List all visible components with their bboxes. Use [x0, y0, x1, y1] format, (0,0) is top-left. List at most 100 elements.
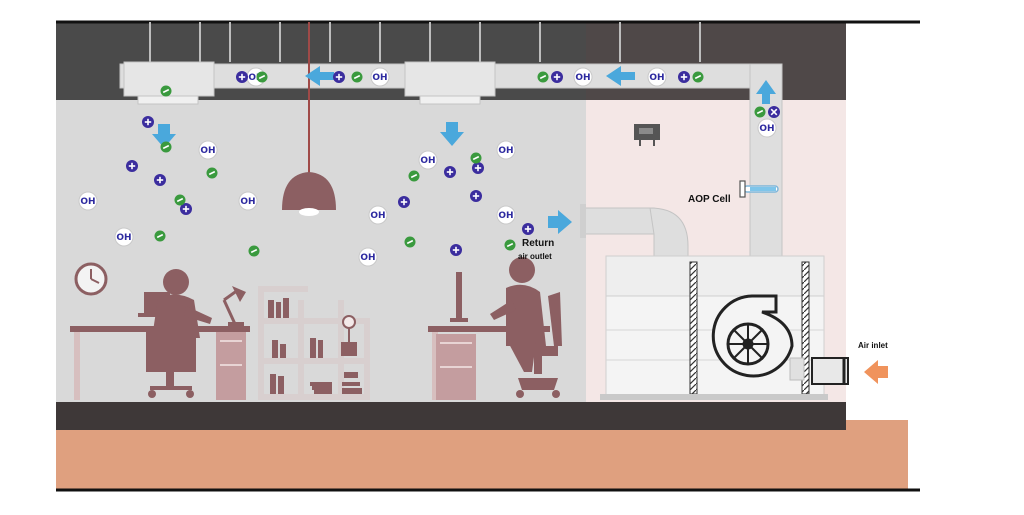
ahu-top-module — [605, 255, 825, 297]
control-panel — [634, 124, 660, 146]
x-circle-icon — [768, 106, 780, 118]
plus-circle-icon — [180, 203, 192, 215]
plus-circle-icon — [551, 71, 563, 83]
minus-circle-icon — [256, 71, 268, 83]
right-workstation — [428, 257, 562, 400]
bookshelf — [258, 286, 370, 400]
oh-label: OH — [370, 211, 385, 221]
plus-circle-icon — [154, 174, 166, 186]
right-person-head — [509, 257, 535, 283]
riser-arrow-up — [756, 80, 776, 104]
aop-cell-label: AOP Cell — [688, 194, 731, 205]
oh-label: OH — [575, 73, 590, 83]
oh-label: OH — [649, 73, 664, 83]
hydroxyl-radical: OH — [358, 247, 378, 267]
return-label-line1: Return — [522, 238, 554, 249]
aop-cell-bracket — [739, 180, 746, 198]
hydroxyl-radical: OH — [114, 227, 134, 247]
ahu-side-panel — [789, 357, 805, 381]
oh-label: OH — [372, 73, 387, 83]
left-workstation — [70, 269, 250, 400]
plus-circle-icon — [472, 162, 484, 174]
return-arrow — [548, 210, 572, 234]
right-person-chair — [520, 346, 558, 356]
ahu-base — [600, 394, 828, 400]
plus-circle-icon — [444, 166, 456, 178]
floor-slab — [56, 402, 846, 430]
oh-label: OH — [200, 146, 215, 156]
hydroxyl-radical: OH — [198, 140, 218, 160]
oh-label: OH — [80, 197, 95, 207]
return-duct-horizontal — [583, 207, 655, 235]
outside-wall-bottom — [846, 420, 908, 432]
minus-circle-icon — [351, 71, 363, 83]
plus-circle-icon — [522, 223, 534, 235]
diffuser-grille-right — [419, 95, 481, 105]
minus-circle-icon — [154, 230, 166, 242]
left-person-chair — [146, 330, 196, 372]
plus-circle-icon — [678, 71, 690, 83]
plus-circle-icon — [126, 160, 138, 172]
plus-circle-icon — [142, 116, 154, 128]
air-handling-unit — [580, 204, 849, 400]
oh-label: OH — [240, 197, 255, 207]
minus-circle-icon — [404, 236, 416, 248]
return-grille — [580, 204, 586, 238]
minus-circle-icon — [248, 245, 260, 257]
hydroxyl-radical: OH — [418, 150, 438, 170]
diffuser-grille-left — [137, 95, 199, 105]
air-inlet-duct — [811, 357, 849, 385]
minus-circle-icon — [504, 239, 516, 251]
clock-icon — [74, 262, 108, 296]
right-desk-top — [428, 326, 550, 332]
diffuser-arrow-right — [440, 122, 464, 146]
minus-circle-icon — [692, 71, 704, 83]
aop-cell-glow — [750, 187, 776, 191]
hydroxyl-radical: OH — [757, 118, 777, 138]
oh-label: OH — [248, 73, 263, 83]
hydroxyl-radical: OH — [496, 205, 516, 225]
minus-circle-icon — [206, 167, 218, 179]
plus-circle-icon — [398, 196, 410, 208]
minus-circle-icon — [174, 194, 186, 206]
diffuser-arrow-left — [152, 124, 176, 148]
building — [56, 20, 920, 492]
oh-label: OH — [360, 253, 375, 263]
hydroxyl-radical: OH — [573, 67, 593, 87]
hydroxyl-radical: OH — [368, 205, 388, 225]
minus-circle-icon — [408, 170, 420, 182]
supply-arrow-left — [305, 66, 334, 86]
minus-circle-icon — [160, 85, 172, 97]
hydroxyl-radical: OH — [370, 67, 390, 87]
inlet-arrow — [864, 360, 888, 384]
minus-circle-icon — [537, 71, 549, 83]
plus-circle-icon — [450, 244, 462, 256]
duct-hangers — [149, 22, 701, 62]
plus-circle-icon — [333, 71, 345, 83]
filter-left — [689, 261, 698, 395]
pendant-lamp — [282, 22, 336, 216]
negative-ions — [154, 71, 766, 257]
positive-ions — [126, 71, 690, 256]
left-person-head — [163, 269, 189, 295]
blower-fan-icon — [711, 294, 794, 378]
plus-circle-icon — [470, 190, 482, 202]
hydroxyl-radical: OH — [647, 67, 667, 87]
right-person-body — [506, 284, 546, 346]
neutralized-ions — [768, 106, 780, 118]
oh-label: OH — [116, 233, 131, 243]
diffuser-box-right — [404, 61, 496, 97]
plus-circle-icon — [236, 71, 248, 83]
ground — [56, 430, 908, 490]
hydroxyl-radical: OH — [78, 191, 98, 211]
hydroxyl-radicals: OH OH OH OH OH OH OH OH OH OH OH OH OH OH — [78, 67, 777, 267]
flower-pot-icon — [341, 315, 357, 356]
left-person-body — [152, 294, 200, 338]
hydroxyl-radical: OH — [238, 191, 258, 211]
return-label-line2: air outlet — [518, 252, 552, 261]
supply-arrow-right — [606, 66, 635, 86]
monitor — [456, 272, 462, 318]
oh-label: OH — [498, 146, 513, 156]
oh-label: OH — [420, 156, 435, 166]
